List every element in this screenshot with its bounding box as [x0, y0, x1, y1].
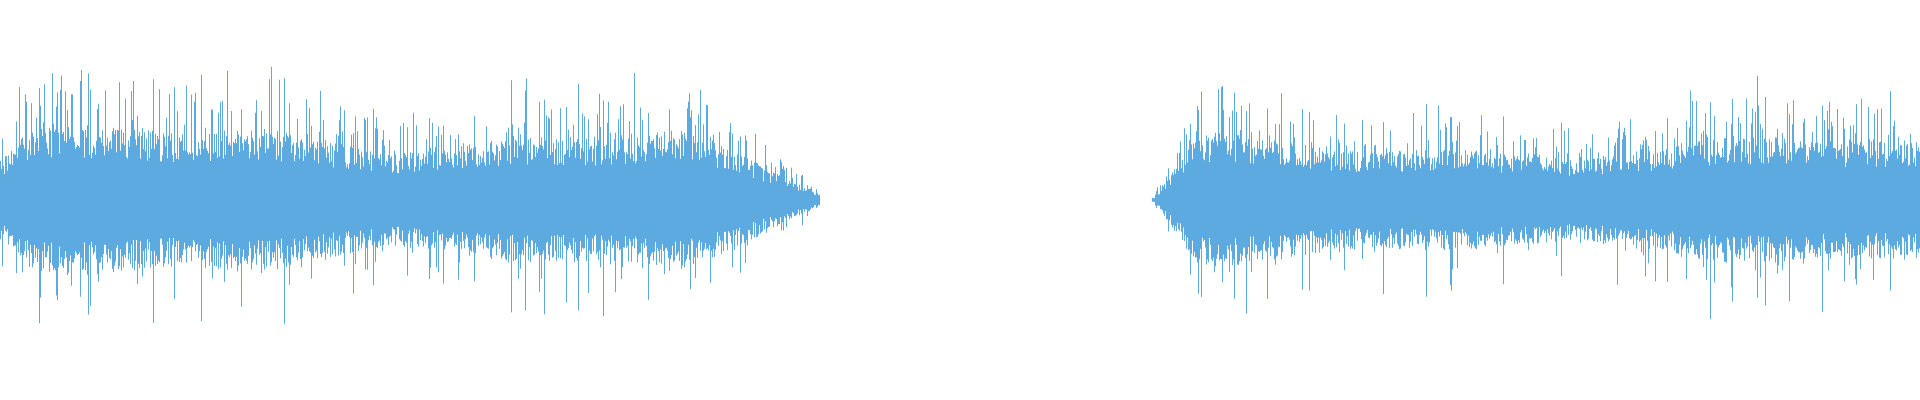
waveform-segment-1: [0, 66, 821, 324]
waveform-body: [0, 166, 821, 234]
waveform-body: [1151, 170, 1920, 230]
waveform-segment-2: [1151, 76, 1920, 320]
